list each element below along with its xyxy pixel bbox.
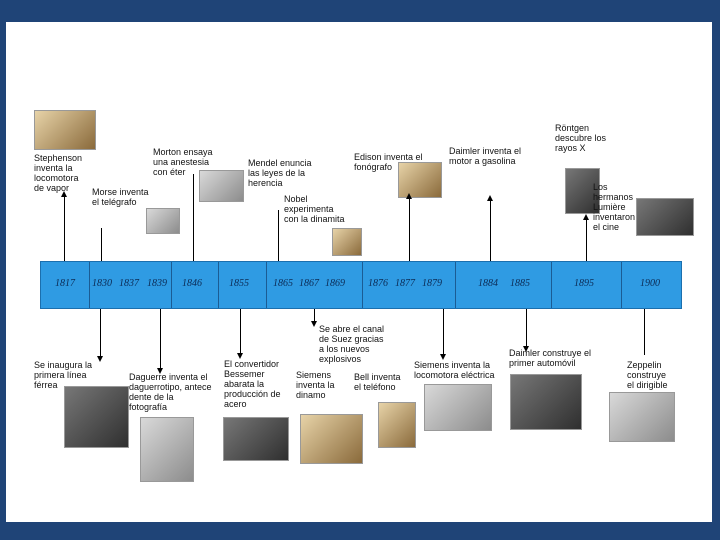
- year-label: 1839: [147, 278, 167, 289]
- year-label: 1837: [119, 278, 139, 289]
- event-stephenson: Stephenson inventa la locomotora de vapo…: [34, 153, 82, 193]
- locomotive-photo: [34, 110, 96, 150]
- year-label: 1817: [55, 278, 75, 289]
- connector-arrow: [443, 309, 444, 355]
- year-label: 1846: [182, 278, 202, 289]
- steam-train-photo: [64, 386, 129, 448]
- event-zeppelin: Zeppelin construye el dirigible: [627, 360, 668, 390]
- connector-arrow: [586, 219, 587, 261]
- connector-arrow: [526, 309, 527, 347]
- timeline-band: 1817 1830 1837 1839 1846 1855 1865 1867 …: [40, 261, 682, 309]
- automobile-photo: [510, 374, 582, 430]
- event-rontgen: Röntgen descubre los rayos X: [555, 123, 606, 153]
- connector-line: [644, 309, 645, 355]
- connector-line: [101, 228, 102, 261]
- dynamite-photo: [332, 228, 362, 256]
- telegraph-photo: [146, 208, 180, 234]
- year-label: 1900: [640, 278, 660, 289]
- event-lumiere: Los hermanos Lumière inventaron el cine: [593, 182, 635, 232]
- year-label: 1879: [422, 278, 442, 289]
- event-mendel: Mendel enuncia las leyes de la herencia: [248, 158, 312, 188]
- slide: Stephenson inventa la locomotora de vapo…: [6, 22, 712, 522]
- year-label: 1885: [510, 278, 530, 289]
- event-bessemer: El convertidor Bessemer abarata la produ…: [224, 359, 281, 409]
- event-morton: Morton ensaya una anestesia con éter: [153, 147, 213, 177]
- connector-arrow: [490, 200, 491, 261]
- connector-line: [193, 174, 194, 261]
- event-daimler-car: Daimler construye el primer automóvil: [509, 348, 591, 368]
- event-siemens-loco: Siemens inventa la locomotora eléctrica: [414, 360, 495, 380]
- connector-line: [278, 210, 279, 261]
- year-label: 1855: [229, 278, 249, 289]
- year-label: 1895: [574, 278, 594, 289]
- bessemer-converter-photo: [223, 417, 289, 461]
- event-siemens-dynamo: Siemens inventa la dinamo: [296, 370, 335, 400]
- event-daimler-motor: Daimler inventa el motor a gasolina: [449, 146, 521, 166]
- electric-locomotive-photo: [424, 384, 492, 431]
- event-edison: Edison inventa el fonógrafo: [354, 152, 423, 172]
- event-daguerre: Daguerre inventa el daguerrotipo, antece…: [129, 372, 212, 412]
- year-label: 1877: [395, 278, 415, 289]
- event-suez: Se abre el canal de Suez gracias a los n…: [319, 324, 384, 364]
- connector-arrow: [64, 196, 65, 261]
- connector-arrow: [314, 309, 315, 322]
- dynamo-photo: [300, 414, 363, 464]
- year-label: 1869: [325, 278, 345, 289]
- event-nobel: Nobel experimenta con la dinamita: [284, 194, 345, 224]
- telephone-photo: [378, 402, 416, 448]
- event-morse: Morse inventa el telégrafo: [92, 187, 149, 207]
- zeppelin-photo: [609, 392, 675, 442]
- connector-arrow: [409, 198, 410, 261]
- connector-arrow: [240, 309, 241, 354]
- year-label: 1884: [478, 278, 498, 289]
- event-bell: Bell inventa el teléfono: [354, 372, 401, 392]
- daguerreotype-camera-photo: [140, 417, 194, 482]
- connector-arrow: [160, 309, 161, 369]
- year-label: 1876: [368, 278, 388, 289]
- cinematograph-photo: [636, 198, 694, 236]
- year-label: 1865: [273, 278, 293, 289]
- year-label: 1867: [299, 278, 319, 289]
- year-label: 1830: [92, 278, 112, 289]
- connector-arrow: [100, 309, 101, 357]
